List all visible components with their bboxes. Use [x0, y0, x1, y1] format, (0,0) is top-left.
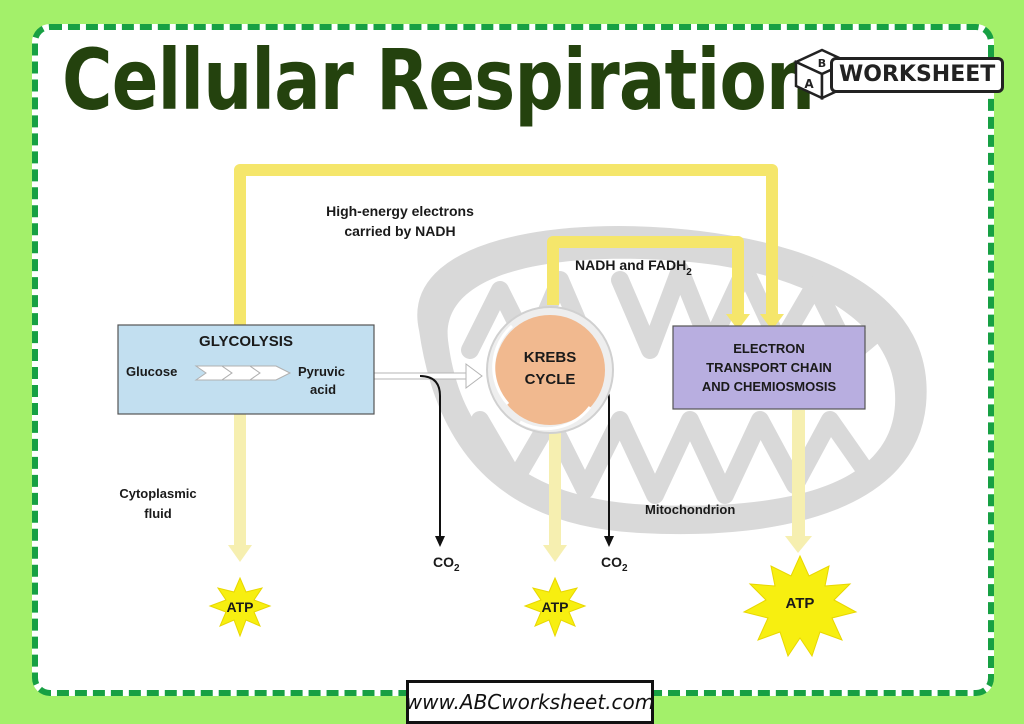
cytoplasmic-label-1: Cytoplasmic [119, 486, 196, 501]
atp-arrow-etc [785, 410, 812, 553]
atp-star-glycolysis: ATP [208, 576, 272, 638]
nadh-fadh-label: NADH and FADH2 [575, 257, 692, 278]
glycolysis-title: GLYCOLYSIS [199, 333, 293, 350]
atp-star-krebs: ATP [523, 576, 587, 638]
etc-label-2: TRANSPORT CHAIN [706, 360, 832, 375]
atp-label-1: ATP [227, 599, 254, 615]
page-title: Cellular Respiration [62, 31, 815, 129]
etc-label-1: ELECTRON [733, 341, 805, 356]
glucose-label: Glucose [126, 364, 177, 379]
etc-box: ELECTRON TRANSPORT CHAIN AND CHEMIOSMOSI… [672, 325, 866, 410]
brand-name: WORKSHEET [830, 57, 1005, 93]
atp-label-2: ATP [542, 599, 569, 615]
krebs-label-2: CYCLE [525, 371, 576, 388]
etc-label-3: AND CHEMIOSMOSIS [702, 379, 837, 394]
glycolysis-chevrons [194, 365, 292, 381]
mitochondrion-label: Mitochondrion [645, 502, 735, 517]
co2-arrow-1 [419, 375, 445, 547]
atp-label-3: ATP [786, 595, 815, 612]
krebs-cycle: KREBS CYCLE [486, 306, 614, 434]
atp-arrow-glycolysis [228, 414, 252, 562]
co2-label-1: CO2 [433, 554, 460, 574]
nadh-label-2: carried by NADH [344, 223, 455, 239]
atp-arrow-krebs [543, 432, 567, 562]
fadh-arrow [547, 236, 750, 330]
glycolysis-box: GLYCOLYSIS Glucose Pyruvic acid [117, 324, 375, 415]
acid-label: acid [310, 382, 336, 397]
krebs-label-1: KREBS [524, 349, 577, 366]
atp-star-etc: ATP [742, 554, 858, 658]
cytoplasmic-label-2: fluid [144, 506, 171, 521]
nadh-arrow-outer [234, 164, 784, 330]
pyruvic-label: Pyruvic [298, 364, 345, 379]
nadh-label-1: High-energy electrons [326, 203, 474, 219]
co2-label-2: CO2 [601, 554, 628, 574]
footer-url[interactable]: www.ABCworksheet.com [406, 680, 654, 724]
